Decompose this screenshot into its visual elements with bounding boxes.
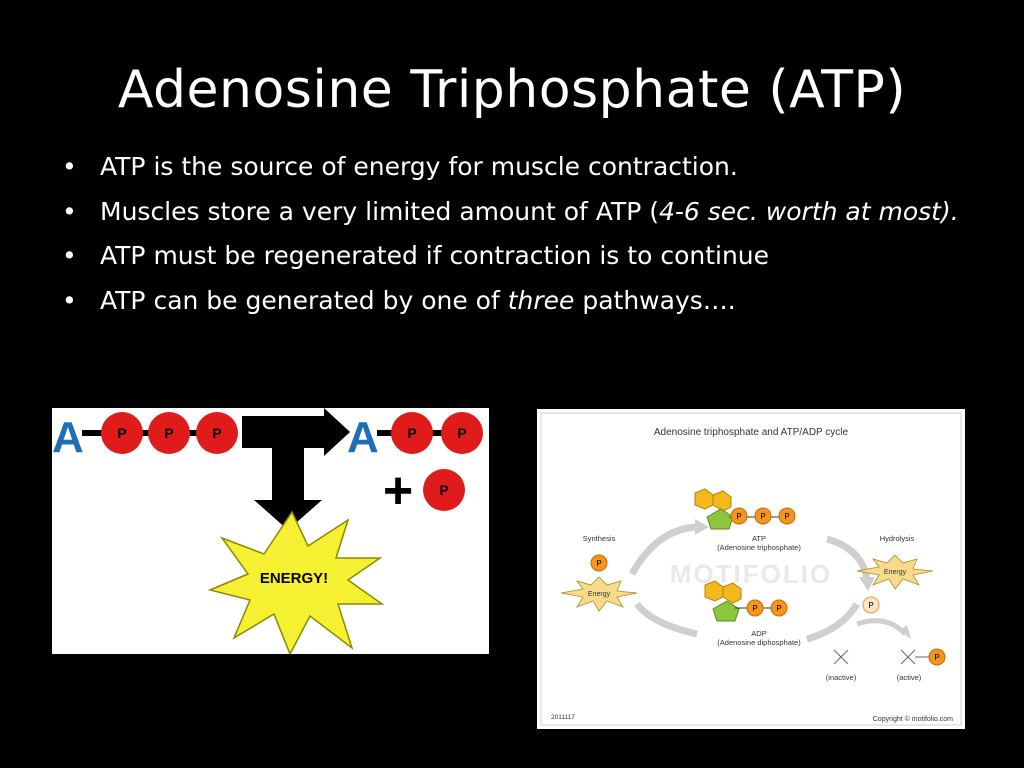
phosphate-circle xyxy=(754,507,772,525)
diagram-title: Adenosine triphosphate and ATP/ADP cycle xyxy=(654,427,849,438)
phosphate-label: P xyxy=(868,601,873,610)
adenine-hexagon-icon xyxy=(712,490,732,512)
ribose-pentagon-icon xyxy=(712,600,740,622)
phosphate-label: P xyxy=(212,425,221,441)
inactive-cross-icon xyxy=(833,649,849,665)
adp-label: ADP xyxy=(751,629,766,638)
bullet-item: • ATP must be regenerated if contraction … xyxy=(62,239,962,274)
cycle-arrow-icon xyxy=(806,602,861,643)
energy-label: ENERGY! xyxy=(260,570,328,587)
phosphate-circle xyxy=(196,412,238,454)
bullet-item: • ATP can be generated by one of three pa… xyxy=(62,284,962,319)
energy-starburst-icon xyxy=(207,510,385,656)
phosphate-label: P xyxy=(457,425,466,441)
phosphate-label: P xyxy=(784,512,789,521)
bullet-emphasis: three xyxy=(507,285,575,315)
bullet-dot: • xyxy=(62,152,77,181)
bullet-item: • Muscles store a very limited amount of … xyxy=(62,195,962,230)
phosphate-circle xyxy=(441,412,483,454)
phosphate-label: P xyxy=(776,604,781,613)
arrowhead-icon xyxy=(899,625,911,639)
hydrolysis-label: Hydrolysis xyxy=(880,534,915,543)
energy-label: Energy xyxy=(588,591,611,598)
atp-full-name: (Adenosine triphosphate) xyxy=(717,543,801,552)
phosphate-circle xyxy=(101,412,143,454)
ribose-pentagon-icon xyxy=(706,508,734,530)
bullet-dot: • xyxy=(62,241,77,270)
phosphate-circle xyxy=(423,469,465,511)
adenosine-letter: A xyxy=(52,413,84,462)
active-label: (active) xyxy=(897,673,922,682)
cycle-arrow-icon xyxy=(634,601,698,638)
phosphate-circle xyxy=(730,507,748,525)
reaction-arrow-icon xyxy=(242,408,350,530)
adenine-hexagon-icon xyxy=(722,582,742,604)
cycle-arrow-icon xyxy=(825,535,871,580)
energy-starburst-icon xyxy=(560,576,638,612)
atp-label: ATP xyxy=(752,534,766,543)
footer-id: 2011117 xyxy=(551,714,575,721)
bullet-text: Muscles store a very limited amount of A… xyxy=(100,196,659,226)
phosphate-label: P xyxy=(934,653,939,662)
arrowhead-icon xyxy=(859,577,875,591)
bullet-text: ATP is the source of energy for muscle c… xyxy=(100,152,738,181)
energy-label: Energy xyxy=(884,569,907,576)
bullet-dot: • xyxy=(62,285,77,315)
inactive-label: (inactive) xyxy=(826,673,857,682)
atp-adp-cycle-image: Adenosine triphosphate and ATP/ADP cycle… xyxy=(537,409,965,729)
atp-breakdown-svg: A P P P A P P + P ENERGY! xyxy=(52,408,483,656)
active-cross-icon xyxy=(900,649,916,665)
copyright-text: Copyright © motifolio.com xyxy=(873,715,953,723)
bullet-emphasis: 4-6 sec. worth at most). xyxy=(658,196,959,226)
bullet-item: • ATP is the source of energy for muscle … xyxy=(62,150,962,185)
energy-starburst-icon xyxy=(856,554,934,590)
phosphate-label: P xyxy=(439,482,448,498)
arrowhead-icon xyxy=(695,519,709,535)
bullet-text: ATP must be regenerated if contraction i… xyxy=(100,241,770,270)
phosphate-circle xyxy=(746,599,764,617)
adp-full-name: (Adenosine diphosphate) xyxy=(717,638,801,647)
phosphate-label: P xyxy=(407,425,416,441)
bullet-dot: • xyxy=(62,196,77,226)
phosphate-label: P xyxy=(164,425,173,441)
bullet-text: pathways…. xyxy=(574,285,736,315)
phosphate-circle xyxy=(391,412,433,454)
phosphate-circle xyxy=(778,507,796,525)
synthesis-label: Synthesis xyxy=(583,534,616,543)
plus-sign: + xyxy=(383,462,413,520)
phosphate-circle xyxy=(590,554,608,572)
atp-breakdown-image: A P P P A P P + P ENERGY! xyxy=(52,408,489,656)
phosphate-label: P xyxy=(117,425,126,441)
phosphate-circle xyxy=(148,412,190,454)
phosphate-label: P xyxy=(596,559,601,568)
adenosine-letter: A xyxy=(347,413,379,462)
slide-title: Adenosine Triphosphate (ATP) xyxy=(117,60,907,120)
cycle-arrow-icon xyxy=(628,523,698,576)
phosphate-label: P xyxy=(736,512,741,521)
watermark: MOTIFOLIO xyxy=(670,559,832,589)
atp-adp-cycle-svg: Adenosine triphosphate and ATP/ADP cycle… xyxy=(540,412,962,726)
phosphate-circle xyxy=(862,596,880,614)
bullet-list: • ATP is the source of energy for muscle … xyxy=(62,150,962,328)
bullet-text: ATP can be generated by one of xyxy=(100,285,508,315)
phosphate-label: P xyxy=(752,604,757,613)
phosphate-label: P xyxy=(760,512,765,521)
phosphate-circle xyxy=(928,648,946,666)
phosphate-circle xyxy=(770,599,788,617)
